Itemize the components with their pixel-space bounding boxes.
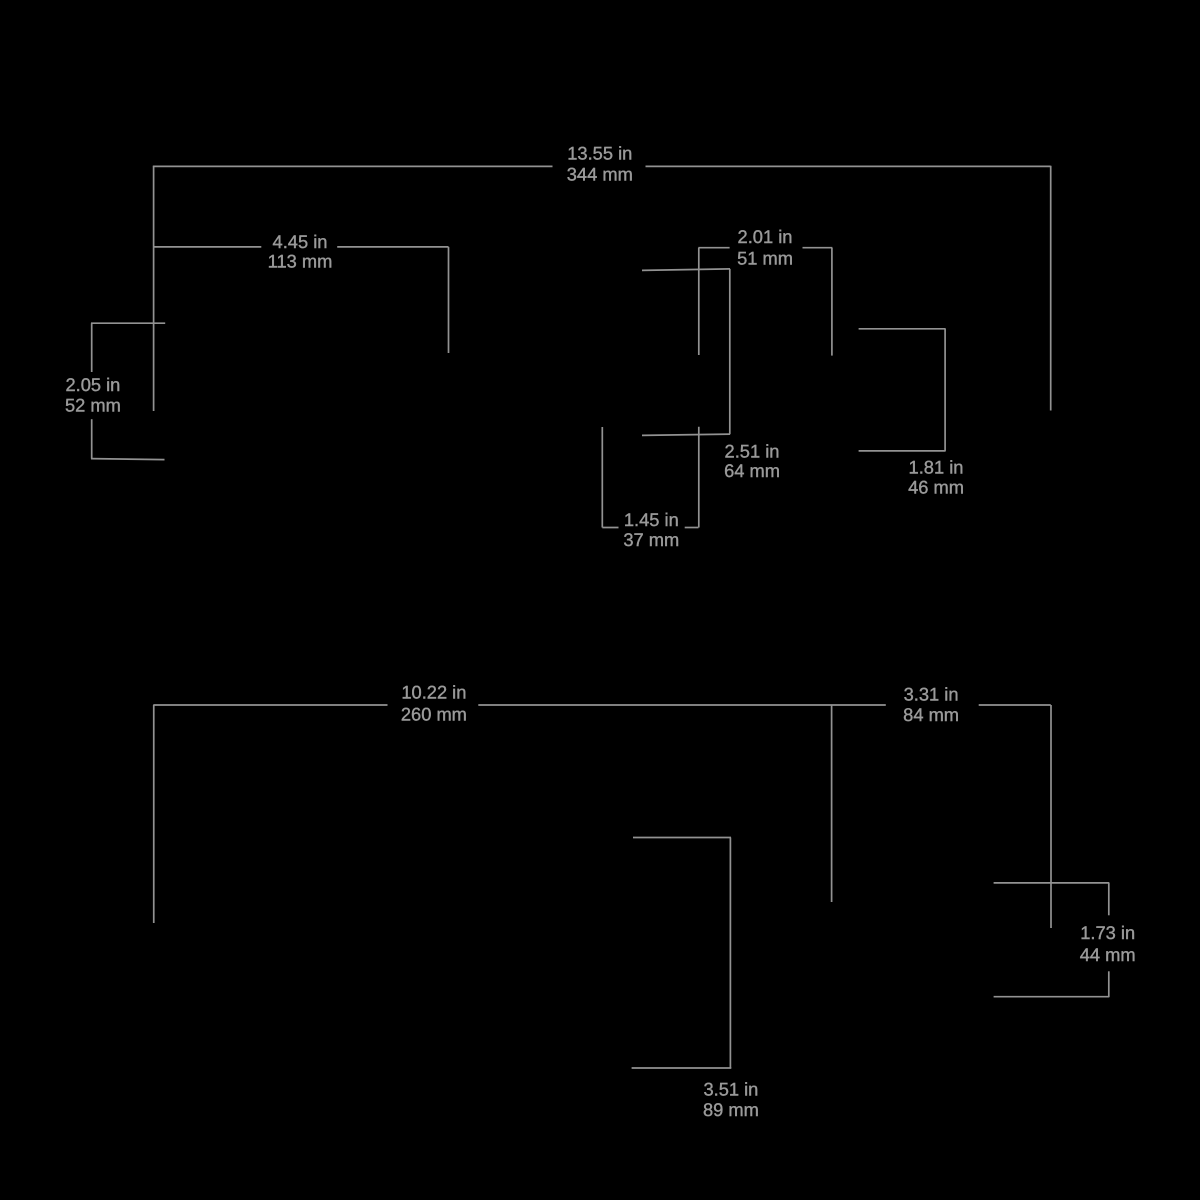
svg-text:10.22 in: 10.22 in	[401, 681, 466, 702]
svg-text:2.51 in: 2.51 in	[725, 440, 780, 461]
svg-text:37 mm: 37 mm	[623, 529, 679, 550]
svg-text:2.01 in: 2.01 in	[738, 226, 793, 247]
svg-text:13.55 in: 13.55 in	[567, 142, 632, 163]
svg-text:4.45 in: 4.45 in	[273, 231, 328, 252]
svg-text:52 mm: 52 mm	[65, 394, 121, 415]
svg-text:1.45 in: 1.45 in	[624, 509, 679, 530]
svg-text:84 mm: 84 mm	[903, 704, 959, 725]
svg-text:46 mm: 46 mm	[908, 476, 964, 497]
svg-text:260 mm: 260 mm	[401, 703, 467, 724]
svg-text:89 mm: 89 mm	[703, 1099, 759, 1120]
svg-text:51 mm: 51 mm	[737, 247, 793, 268]
svg-text:1.81 in: 1.81 in	[909, 457, 964, 478]
svg-text:3.31 in: 3.31 in	[904, 683, 959, 704]
svg-text:44 mm: 44 mm	[1080, 944, 1136, 965]
svg-text:3.51 in: 3.51 in	[703, 1079, 758, 1100]
svg-text:113 mm: 113 mm	[268, 251, 333, 272]
svg-text:64 mm: 64 mm	[724, 460, 780, 481]
svg-text:1.73 in: 1.73 in	[1080, 922, 1135, 943]
svg-text:344 mm: 344 mm	[567, 163, 633, 184]
svg-text:2.05 in: 2.05 in	[65, 374, 120, 395]
